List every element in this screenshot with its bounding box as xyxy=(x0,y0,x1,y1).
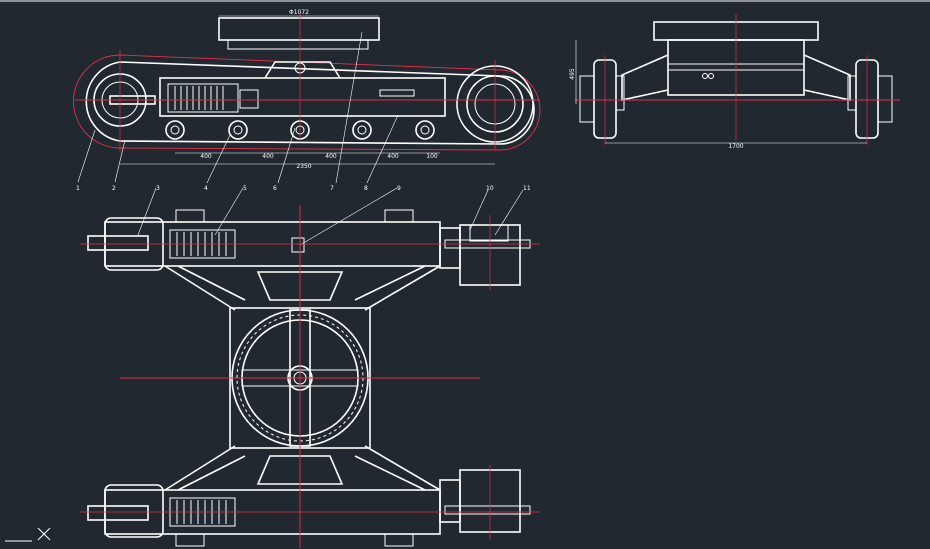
platform-base xyxy=(227,39,369,50)
track-chain-inner xyxy=(85,61,535,145)
dim-span-1: 400 xyxy=(200,153,212,160)
callout-10: 10 xyxy=(486,185,494,192)
track-rollers xyxy=(165,120,435,140)
dim-top-width: Φ1072 xyxy=(289,9,309,16)
callout-3: 3 xyxy=(156,185,160,192)
callout-9: 9 xyxy=(397,185,401,192)
callout-6: 6 xyxy=(273,185,277,192)
dim-span-5: 100 xyxy=(426,153,438,160)
dim-span-4: 400 xyxy=(387,153,399,160)
x-beam-lower-left xyxy=(164,445,246,491)
x-beam-upper-left xyxy=(164,265,246,311)
track-roller xyxy=(352,120,372,140)
callout-5: 5 xyxy=(243,185,247,192)
plan-lower-rod xyxy=(87,505,149,521)
slewing-platform xyxy=(218,17,380,41)
ucs-axis-icon xyxy=(5,527,51,542)
plan-upper-bracket xyxy=(291,237,305,253)
side-lug xyxy=(702,73,708,79)
side-view: 495 1700 xyxy=(569,14,900,150)
plan-upper-rod xyxy=(87,235,149,251)
track-roller xyxy=(228,120,248,140)
callout-4: 4 xyxy=(204,185,208,192)
dim-span-2: 400 xyxy=(262,153,274,160)
tension-spring-coils xyxy=(174,86,224,110)
frame-slot xyxy=(379,89,415,97)
x-beam-lower-right xyxy=(354,445,441,491)
callout-11: 11 xyxy=(523,185,531,192)
plan-upper-opening xyxy=(256,271,344,301)
carrier-bracket xyxy=(264,61,341,79)
front-view-track: Φ1072 400 400 400 400 100 2350 xyxy=(73,9,541,170)
tension-spring-housing xyxy=(167,83,239,113)
track-roller xyxy=(415,120,435,140)
callout-1: 1 xyxy=(76,185,80,192)
x-beam-upper-right xyxy=(354,265,441,311)
plan-lower-idler xyxy=(104,484,164,538)
callout-8: 8 xyxy=(364,185,368,192)
callout-labels: 1 2 3 4 5 6 7 8 9 10 11 xyxy=(76,31,531,246)
side-beam-right xyxy=(803,54,851,101)
plan-view xyxy=(80,205,540,548)
callout-7: 7 xyxy=(330,185,334,192)
dim-side-width: 1700 xyxy=(728,143,743,150)
dim-span-3: 400 xyxy=(325,153,337,160)
track-frame xyxy=(159,77,446,117)
dim-total-length: 2350 xyxy=(296,163,311,170)
track-roller xyxy=(165,120,185,140)
dim-side-height: 495 xyxy=(569,68,576,80)
tensioner-block xyxy=(239,89,259,109)
side-beam-left xyxy=(621,54,669,101)
callout-2: 2 xyxy=(112,185,116,192)
plan-lower-opening xyxy=(256,455,344,485)
